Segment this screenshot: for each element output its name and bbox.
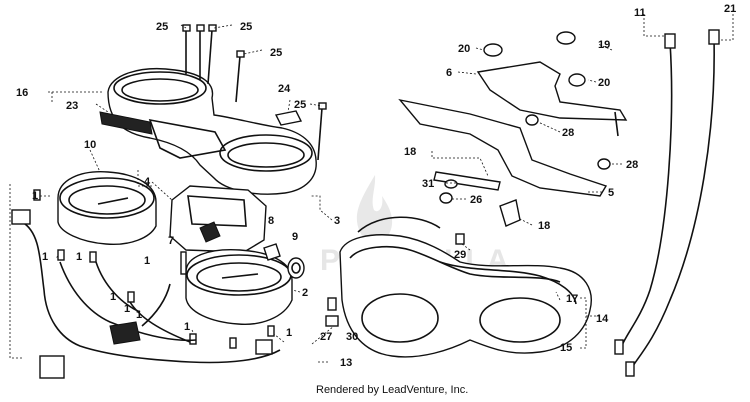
callout-29: 29 bbox=[454, 249, 466, 261]
housing-4 bbox=[169, 185, 267, 253]
callout-6: 6 bbox=[446, 67, 452, 79]
callout-2: 2 bbox=[302, 287, 308, 299]
callout-25b: 25 bbox=[240, 21, 252, 33]
callout-25c: 25 bbox=[270, 47, 282, 59]
grommet-9 bbox=[287, 257, 305, 279]
callout-19: 19 bbox=[598, 39, 610, 51]
flame-icon bbox=[356, 175, 393, 243]
callout-25d: 25 bbox=[294, 99, 306, 111]
wiring-harness-13 bbox=[11, 209, 281, 379]
callout-8: 8 bbox=[268, 215, 274, 227]
callout-1c: 1 bbox=[76, 251, 82, 263]
credit-text: Rendered by LeadVenture, Inc. bbox=[316, 384, 469, 396]
callout-23: 23 bbox=[66, 100, 78, 112]
bulb-group-1 bbox=[33, 189, 275, 349]
callout-14: 14 bbox=[596, 313, 609, 325]
callout-9: 9 bbox=[292, 231, 298, 243]
meter-cables bbox=[614, 29, 720, 377]
callout-18b: 18 bbox=[538, 220, 550, 232]
callout-21: 21 bbox=[724, 3, 736, 15]
callout-13: 13 bbox=[340, 357, 352, 369]
gauge-2 bbox=[185, 249, 293, 325]
mount-bracket bbox=[325, 31, 628, 327]
meter-upper-case bbox=[99, 68, 317, 195]
callout-labels: 25 25 25 25 16 23 24 10 4 1 1 1 1 1 1 1 … bbox=[16, 3, 736, 369]
callout-1b: 1 bbox=[42, 251, 48, 263]
callout-15: 15 bbox=[560, 342, 572, 354]
callout-5: 5 bbox=[608, 187, 614, 199]
callout-16: 16 bbox=[16, 87, 28, 99]
callout-1i: 1 bbox=[286, 327, 292, 339]
callout-26: 26 bbox=[470, 194, 482, 206]
callout-10: 10 bbox=[84, 139, 96, 151]
callout-1g: 1 bbox=[136, 309, 142, 321]
callout-3: 3 bbox=[334, 215, 340, 227]
callout-24: 24 bbox=[278, 83, 291, 95]
callout-4: 4 bbox=[144, 176, 151, 188]
screw-group-25 bbox=[182, 24, 327, 161]
gauge-10 bbox=[57, 171, 157, 245]
callout-17: 17 bbox=[566, 293, 578, 305]
callout-1f: 1 bbox=[124, 303, 130, 315]
callout-7: 7 bbox=[168, 235, 174, 247]
callout-20a: 20 bbox=[458, 43, 470, 55]
callout-11: 11 bbox=[634, 7, 646, 19]
callout-30: 30 bbox=[346, 331, 358, 343]
callout-1a: 1 bbox=[32, 190, 38, 202]
plate-24 bbox=[274, 110, 303, 126]
callout-1h: 1 bbox=[184, 321, 190, 333]
callout-20b: 20 bbox=[598, 77, 610, 89]
callout-1e: 1 bbox=[110, 291, 116, 303]
clip-8 bbox=[263, 243, 281, 261]
leader-lines bbox=[9, 10, 734, 363]
callout-1d: 1 bbox=[144, 255, 150, 267]
callout-18a: 18 bbox=[404, 146, 416, 158]
callout-28a: 28 bbox=[562, 127, 574, 139]
callout-28b: 28 bbox=[626, 159, 638, 171]
stud-7 bbox=[180, 251, 187, 275]
lower-case bbox=[339, 216, 592, 358]
callout-31: 31 bbox=[422, 178, 434, 190]
callout-25a: 25 bbox=[156, 21, 168, 33]
callout-27: 27 bbox=[320, 331, 332, 343]
